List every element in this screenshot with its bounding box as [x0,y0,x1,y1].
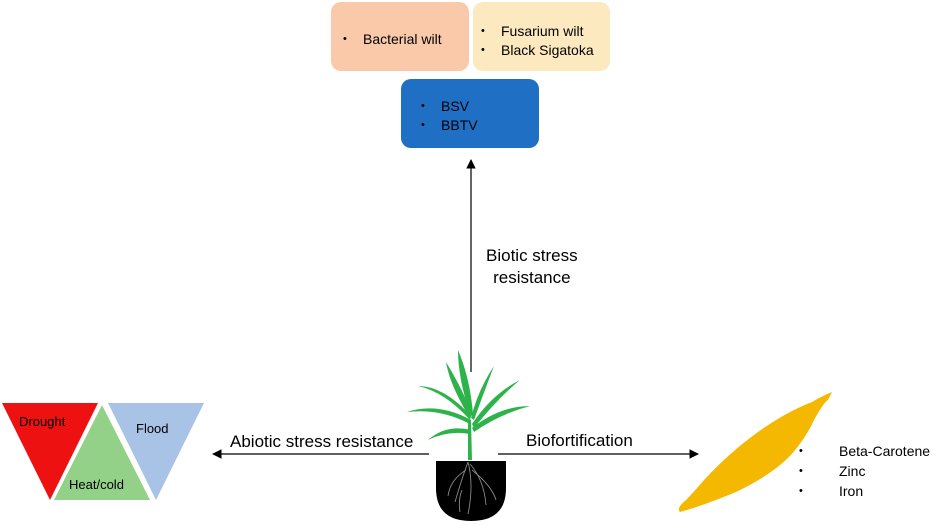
nutrient-list: Beta-Carotene Zinc Iron [799,441,930,501]
drought-label: Drought [19,414,66,429]
viral-disease-box: BSV BBTV [401,79,539,148]
nutrient-item: Zinc [799,461,930,481]
nutrient-item: Beta-Carotene [799,441,930,461]
abiotic-stress-label: Abiotic stress resistance [230,432,414,451]
bacterial-disease-box: Bacterial wilt [331,2,469,71]
disease-item: BSV [421,97,478,116]
plant-roots [447,461,497,515]
heat-cold-label: Heat/cold [69,477,124,492]
disease-item: Fusarium wilt [481,22,594,41]
biotic-stress-label: Biotic stress resistance [486,245,578,289]
plant-leaves [407,350,530,460]
drought-triangle [2,403,98,500]
flood-label: Flood [136,421,169,436]
fungal-disease-box: Fusarium wilt Black Sigatoka [473,2,610,71]
flood-triangle [108,403,204,500]
nutrient-item: Iron [799,481,930,501]
heat-cold-triangle [54,405,150,500]
biofortification-label: Biofortification [526,431,633,450]
disease-item: Black Sigatoka [481,41,594,60]
disease-item: Bacterial wilt [343,30,442,49]
biotic-label-text: Biotic stress resistance [486,246,578,287]
banana-fruit [678,392,832,512]
disease-item: BBTV [421,116,478,135]
